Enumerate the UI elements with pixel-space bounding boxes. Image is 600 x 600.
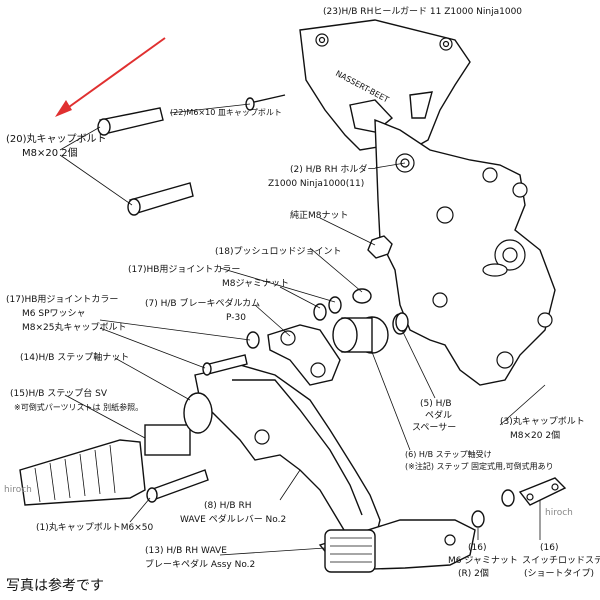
red-arrow-icon — [55, 37, 166, 117]
spacer-5 — [395, 312, 409, 332]
label-jam-nut-16-c: (R) 2個 — [458, 567, 489, 579]
jam-nut-16 — [471, 510, 485, 528]
bolt-20-upper — [97, 107, 164, 136]
bolt-20-lower — [127, 182, 194, 216]
switch-rod-stay — [518, 477, 567, 506]
oem-nut — [367, 235, 393, 259]
label-cam-b: P-30 — [226, 313, 246, 323]
label-lever-a: (8) H/B RH — [204, 501, 251, 511]
label-pedal-assy-b: ブレーキペダル Assy No.2 — [145, 558, 255, 570]
label-switch-stay-b: スイッチロッドステー — [522, 555, 600, 566]
watermark-left: hiroch — [4, 485, 32, 495]
holder-part — [374, 118, 556, 386]
label-joint-collar-b: (17)HB用ジョイントカラー — [6, 294, 118, 305]
label-bolt-3-b: M8×20 2個 — [510, 429, 560, 441]
leader-lines — [59, 103, 546, 556]
label-step-sv: (15)H/B ステップ台 SV — [10, 387, 108, 399]
label-joint-collar-a: (17)HB用ジョイントカラー — [128, 264, 240, 275]
label-bolt-20-b: M8×20 2個 — [22, 146, 78, 159]
label-bolt-3-a: (3)丸キャップボルト — [500, 415, 585, 427]
label-holder-b: Z1000 Ninja1000(11) — [268, 179, 364, 189]
label-bolt-m8x25: M8×25丸キャップボルト — [22, 321, 127, 333]
label-heel-guard: (23)H/B RHヒールガード 11 Z1000 Ninja1000 — [323, 6, 522, 17]
label-switch-stay-a: (16) — [540, 543, 558, 553]
label-bearing-a: (6) H/B ステップ軸受け — [405, 449, 492, 459]
brake-pedal-cam-part — [267, 324, 341, 386]
label-cam-a: (7) H/B ブレーキペダルカム — [145, 297, 260, 309]
label-pedal-assy-a: (13) H/B RH WAVE — [145, 546, 227, 556]
jam-nut-16b — [501, 489, 515, 507]
label-bolt-m6x50: (1)丸キャップボルトM6×50 — [36, 521, 154, 533]
footer-note: 写真は参考です — [6, 577, 104, 594]
label-step-nut: (14)H/B ステップ軸ナット — [20, 351, 129, 363]
footpeg-part — [19, 392, 213, 506]
label-spacer-a: (5) H/B — [420, 399, 452, 409]
label-bolt-22: (22)M6×10 皿キャップボルト — [170, 108, 282, 117]
label-bolt-20-a: (20)丸キャップボルト — [6, 132, 107, 145]
step-shaft-bearing-part — [332, 313, 408, 354]
label-oem-nut: 純正M8ナット — [290, 209, 349, 221]
label-pushrod-joint: (18)プッシュロッドジョイント — [215, 246, 341, 257]
label-step-note: ※可倒式パーツリストは 別紙参照。 — [14, 402, 143, 412]
label-lever-b: WAVE ペダルレバー No.2 — [180, 513, 286, 525]
label-jam-nut-16-a: (16) — [468, 543, 486, 553]
label-spacer-c: スペーサー — [412, 422, 456, 433]
bolt-1 — [146, 469, 209, 503]
joint-collar — [328, 296, 342, 314]
label-switch-stay-c: (ショートタイプ) — [524, 568, 594, 579]
bolt-17 — [202, 354, 248, 376]
pedal-lever-part — [194, 364, 381, 541]
pushrod-joint — [352, 288, 372, 304]
label-jam-nut-m8: M8ジャミナット — [222, 278, 289, 289]
label-washer-m6: M6 SPワッシャ — [22, 309, 86, 319]
label-jam-nut-16-b: M6 ジャミナット — [448, 555, 518, 566]
jam-nut-m8 — [313, 303, 327, 321]
label-holder-a: (2) H/B RH ホルダー — [290, 163, 376, 175]
watermark-right: hiroch — [545, 508, 573, 518]
brake-pedal-assy-part — [318, 519, 476, 573]
label-spacer-b: ペダル — [425, 409, 452, 421]
label-bearing-b: (※注記) ステップ 固定式用,可倒式用あり — [405, 461, 554, 471]
